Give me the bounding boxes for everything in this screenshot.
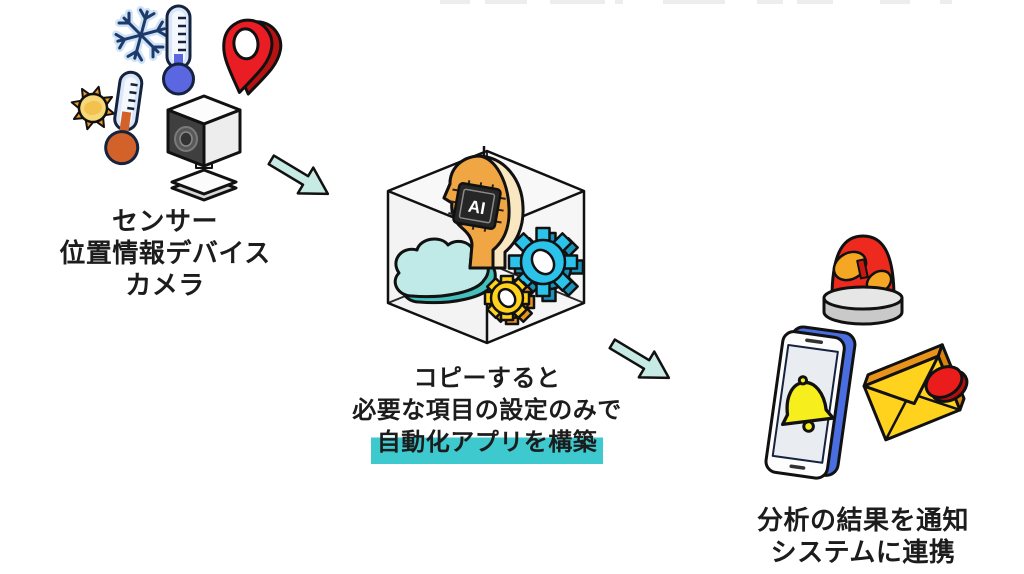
thermometer-cold-icon (162, 4, 195, 96)
siren-icon (822, 234, 904, 326)
caption-output: 分析の結果を通知 システムに連携 (713, 504, 1013, 568)
remnant-bar (757, 0, 783, 4)
flow-arrow-right-icon (608, 338, 671, 380)
remnant-bar (440, 0, 470, 4)
remnant-bar (615, 0, 623, 4)
caption-input: センサー 位置情報デバイス カメラ (25, 205, 305, 301)
caption-input-line-3: カメラ (125, 270, 205, 300)
caption-process: コピーすると 必要な項目の設定のみで 自動化アプリを構築 (337, 363, 637, 464)
remnant-bar (550, 0, 605, 4)
caption-input-line-2: 位置情報デバイス (59, 238, 271, 268)
gear-blue-icon (507, 226, 585, 303)
caption-process-line-1: コピーすると (413, 365, 561, 392)
thermometer-hot-icon (104, 70, 144, 166)
caption-output-line-1: 分析の結果を通知 (756, 505, 969, 535)
location-pin-icon (222, 18, 283, 96)
caption-process-line-2: 必要な項目の設定のみで (352, 397, 622, 424)
bell-icon (780, 375, 835, 433)
snowflake-icon (112, 6, 170, 64)
caption-output-line-2: システムに連携 (770, 537, 956, 567)
remnant-bar (485, 0, 527, 4)
remnant-bar (797, 0, 833, 4)
camera-icon (166, 94, 242, 202)
ai-chip-label: AI (467, 197, 487, 219)
notification-icons-group (764, 234, 969, 480)
notification-badge-icon (924, 365, 969, 403)
remnant-bar (663, 0, 725, 4)
gear-yellow-icon (483, 274, 536, 326)
flow-arrow-left-icon (267, 154, 330, 196)
highlighted-text: 自動化アプリを構築 (370, 427, 604, 464)
caption-process-line-3: 自動化アプリを構築 (337, 427, 637, 464)
ai-chip-icon: AI (448, 180, 506, 232)
ai-cube-group: AI (386, 146, 586, 345)
caption-input-line-1: センサー (111, 206, 218, 236)
sun-icon (70, 85, 116, 131)
ai-head-icon: AI (442, 146, 525, 270)
smartphone-icon (764, 325, 857, 480)
remnant-bar (940, 0, 952, 4)
sensor-icons-group (70, 4, 283, 202)
remnant-bar (880, 0, 910, 4)
